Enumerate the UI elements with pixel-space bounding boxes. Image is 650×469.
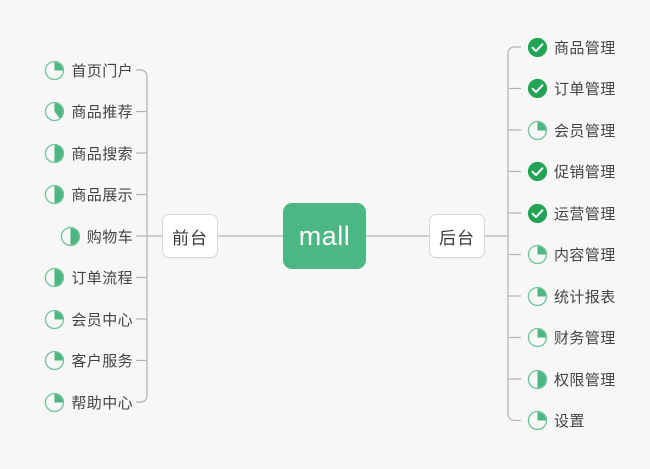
pie-progress-icon (44, 350, 65, 371)
pie-progress-icon (44, 143, 65, 164)
leaf-item[interactable]: 商品推荐 (44, 99, 133, 125)
leaf-item-label: 订单管理 (554, 81, 616, 98)
branch-node-backend-label: 后台 (439, 228, 475, 248)
branch-node-backend[interactable]: 后台 (429, 214, 485, 258)
pie-progress-icon (60, 226, 81, 247)
leaf-item[interactable]: 商品搜索 (44, 140, 133, 166)
check-circle-icon (527, 161, 548, 182)
leaf-item[interactable]: 商品展示 (44, 182, 133, 208)
leaf-item[interactable]: 首页门户 (44, 57, 133, 83)
leaf-item-label: 商品展示 (71, 187, 133, 204)
leaf-item[interactable]: 权限管理 (527, 366, 616, 392)
leaf-item[interactable]: 设置 (527, 408, 585, 434)
leaf-item-label: 商品搜索 (71, 145, 133, 163)
leaf-item[interactable]: 会员管理 (527, 117, 616, 143)
leaf-item[interactable]: 购物车 (60, 223, 133, 249)
leaf-item-label: 商品管理 (554, 39, 616, 57)
pie-progress-icon (44, 392, 65, 413)
leaf-item[interactable]: 订单管理 (527, 76, 616, 102)
pie-progress-icon (44, 60, 65, 81)
leaf-item[interactable]: 客户服务 (44, 348, 133, 374)
branch-node-frontend-label: 前台 (172, 228, 208, 248)
leaf-item[interactable]: 财务管理 (527, 325, 616, 351)
pie-progress-icon (44, 309, 65, 330)
root-node-label: mall (298, 220, 351, 251)
check-circle-icon (527, 37, 548, 58)
leaf-item[interactable]: 运营管理 (527, 200, 616, 226)
leaf-item-label: 购物车 (86, 228, 133, 246)
leaf-item[interactable]: 促销管理 (527, 159, 616, 185)
leaf-item-label: 首页门户 (71, 62, 133, 80)
check-circle-icon (527, 78, 548, 99)
leaf-item-label: 权限管理 (554, 371, 616, 389)
leaf-item[interactable]: 会员中心 (44, 306, 133, 332)
leaf-item-label: 商品推荐 (71, 104, 133, 121)
pie-progress-icon (44, 101, 65, 122)
root-node-mall[interactable]: mall (283, 203, 366, 269)
branch-node-frontend[interactable]: 前台 (162, 214, 218, 258)
leaf-item-label: 财务管理 (554, 330, 616, 347)
leaf-item[interactable]: 订单流程 (44, 265, 133, 291)
leaf-item-label: 会员管理 (554, 122, 616, 140)
pie-progress-icon (527, 286, 548, 307)
leaf-item[interactable]: 帮助中心 (44, 389, 133, 415)
leaf-item-label: 运营管理 (554, 205, 616, 223)
pie-progress-icon (527, 410, 548, 431)
pie-progress-icon (527, 327, 548, 348)
leaf-item-label: 会员中心 (71, 311, 133, 329)
pie-progress-icon (527, 120, 548, 141)
pie-progress-icon (44, 184, 65, 205)
leaf-item-label: 促销管理 (554, 164, 616, 181)
check-circle-icon (527, 203, 548, 224)
leaf-item-label: 统计报表 (554, 288, 616, 306)
pie-progress-icon (527, 244, 548, 265)
pie-progress-icon (527, 369, 548, 390)
leaf-item-label: 客户服务 (71, 353, 133, 370)
leaf-item[interactable]: 统计报表 (527, 283, 616, 309)
leaf-item[interactable]: 内容管理 (527, 242, 616, 268)
pie-progress-icon (44, 267, 65, 288)
leaf-item-label: 内容管理 (554, 247, 616, 264)
leaf-item[interactable]: 商品管理 (527, 34, 616, 60)
leaf-item-label: 订单流程 (71, 270, 133, 287)
leaf-item-label: 帮助中心 (71, 394, 133, 412)
leaf-item-label: 设置 (554, 413, 585, 430)
